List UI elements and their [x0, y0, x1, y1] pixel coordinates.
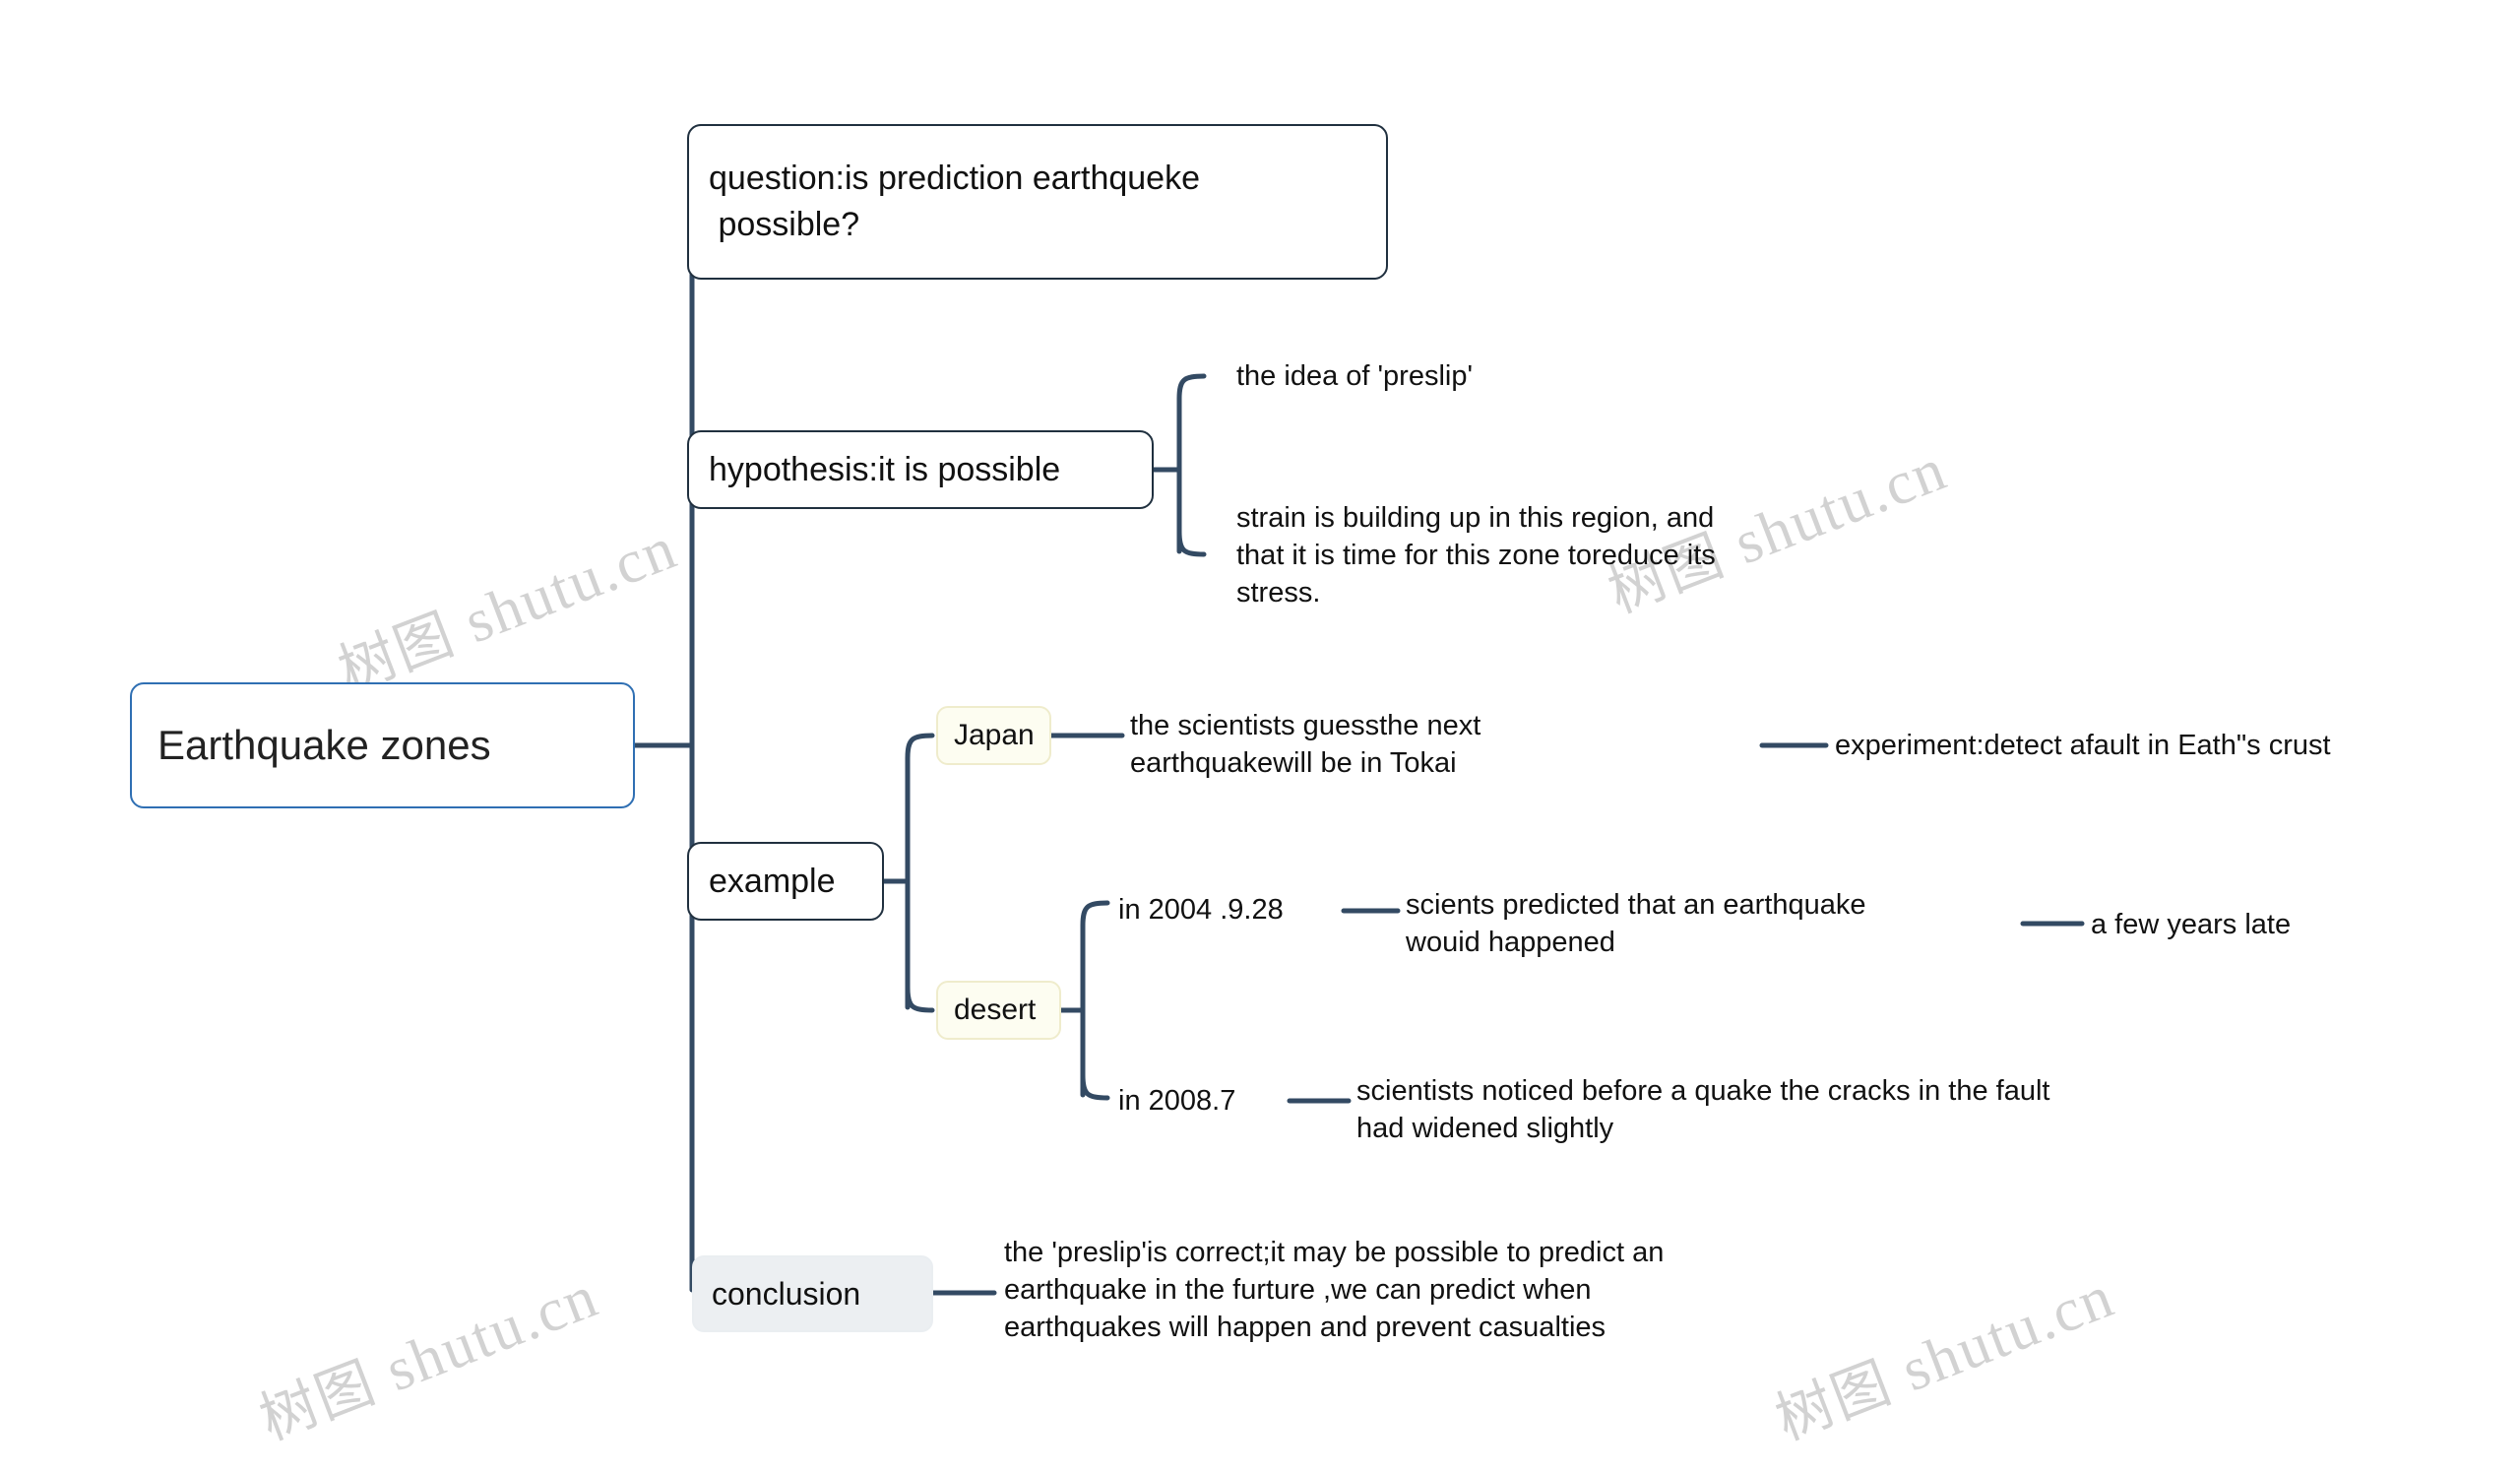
- node-date-2004[interactable]: in 2004 .9.28: [1118, 884, 1364, 935]
- node-conclusion[interactable]: conclusion: [692, 1255, 933, 1332]
- node-a-few-years-late[interactable]: a few years late: [2091, 899, 2416, 950]
- node-2004-detail-label: scients predicted that an earthquake wou…: [1406, 888, 1866, 958]
- node-hypothesis-child-preslip-label: the idea of 'preslip': [1236, 359, 1474, 392]
- node-question-label: question:is prediction earthqueke possib…: [709, 160, 1200, 243]
- node-example-label: example: [709, 862, 836, 900]
- node-question[interactable]: question:is prediction earthqueke possib…: [687, 124, 1388, 280]
- watermark-latin: shutu.cn: [377, 1262, 607, 1405]
- node-hypothesis[interactable]: hypothesis:it is possible: [687, 430, 1154, 509]
- node-japan-detail-label: the scientists guessthe next earthquakew…: [1130, 709, 1481, 779]
- watermark: 树图 shutu.cn: [246, 1250, 608, 1455]
- root-node[interactable]: Earthquake zones: [130, 682, 635, 808]
- node-date-2008[interactable]: in 2008.7: [1118, 1075, 1305, 1126]
- node-2004-detail[interactable]: scients predicted that an earthquake wou…: [1406, 884, 1977, 963]
- node-japan-detail[interactable]: the scientists guessthe next earthquakew…: [1130, 706, 1593, 783]
- node-desert-label: desert: [954, 993, 1037, 1026]
- node-japan-label: Japan: [954, 719, 1035, 751]
- node-hypothesis-child-preslip[interactable]: the idea of 'preslip': [1236, 350, 1650, 403]
- node-hypothesis-child-strain-label: strain is building up in this region, an…: [1236, 501, 1716, 609]
- link-hypothesis-child-2: [1176, 529, 1207, 557]
- node-2008-detail-label: scientists noticed before a quake the cr…: [1356, 1074, 2050, 1144]
- node-a-few-years-late-label: a few years late: [2091, 908, 2292, 940]
- node-japan[interactable]: Japan: [936, 706, 1051, 765]
- node-date-2004-label: in 2004 .9.28: [1118, 893, 1284, 926]
- link-desert-child-2008: [1080, 1072, 1110, 1101]
- node-experiment-label: experiment:detect afault in Eath"s crust: [1835, 729, 2331, 761]
- node-hypothesis-label: hypothesis:it is possible: [709, 450, 1061, 488]
- node-hypothesis-child-strain[interactable]: strain is building up in this region, an…: [1236, 492, 1837, 618]
- node-conclusion-label: conclusion: [712, 1275, 861, 1312]
- node-conclusion-detail-label: the 'preslip'is correct;it may be possib…: [1004, 1236, 1665, 1344]
- watermark: 树图 shutu.cn: [325, 502, 687, 707]
- watermark-latin: shutu.cn: [456, 514, 686, 657]
- root-node-label: Earthquake zones: [158, 722, 491, 768]
- node-2008-detail[interactable]: scientists noticed before a quake the cr…: [1356, 1070, 2213, 1149]
- watermark-cjk: 树图: [250, 1348, 386, 1453]
- node-desert[interactable]: desert: [936, 981, 1061, 1040]
- node-date-2008-label: in 2008.7: [1118, 1084, 1236, 1117]
- watermark-latin: shutu.cn: [1893, 1262, 2123, 1405]
- link-example-child-japan: [905, 733, 935, 761]
- link-hypothesis-child-1: [1176, 373, 1207, 402]
- node-example[interactable]: example: [687, 842, 884, 921]
- node-conclusion-detail[interactable]: the 'preslip'is correct;it may be possib…: [1004, 1226, 1831, 1354]
- link-desert-child-2004: [1080, 900, 1110, 929]
- node-experiment[interactable]: experiment:detect afault in Eath"s crust: [1835, 720, 2465, 771]
- link-example-child-desert: [905, 985, 935, 1013]
- watermark-cjk: 树图: [1766, 1348, 1902, 1453]
